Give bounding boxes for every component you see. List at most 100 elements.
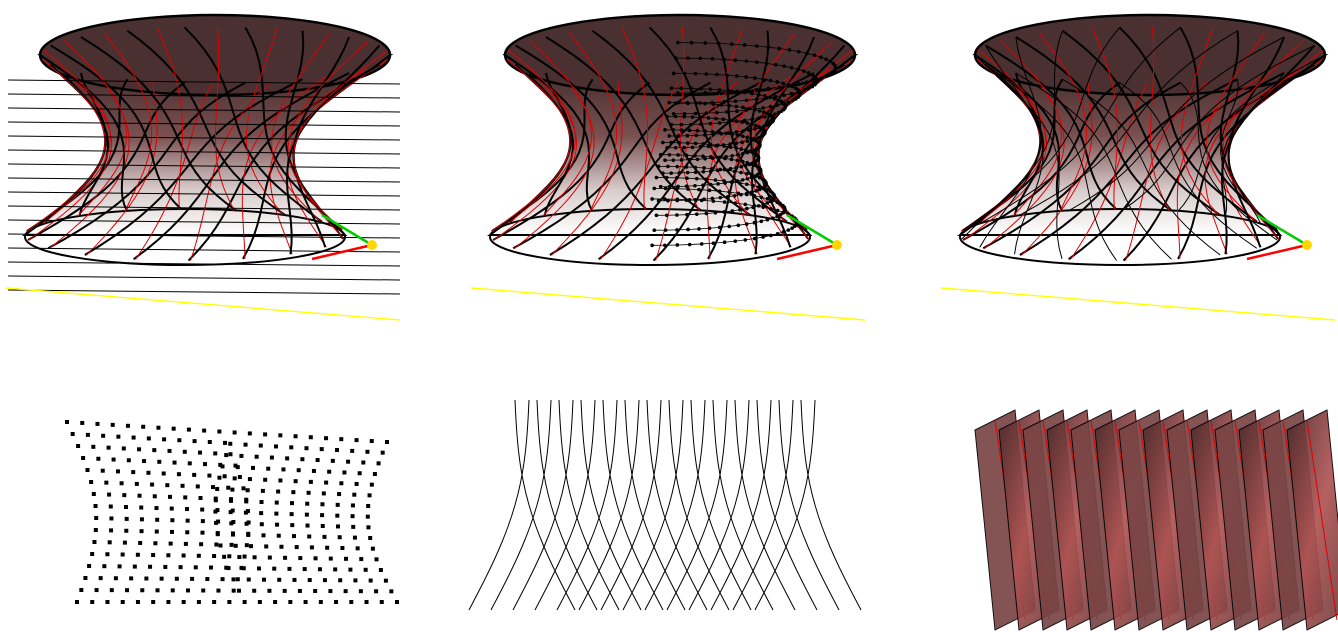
red-curve [1222,40,1304,231]
diagonal-line [1180,82,1278,241]
grid-point [701,169,706,174]
red-curve [977,49,1046,224]
cloud-point [335,502,340,507]
grid-point [786,228,791,232]
cloud-point [246,577,251,582]
grid-point [728,142,732,146]
cloud-point [353,578,358,583]
cloud-point [222,554,227,559]
grid-point [806,71,811,75]
grid-point [676,91,680,95]
cloud-point [181,553,186,558]
grid-point [665,114,669,119]
grid-point [722,179,726,183]
red-curve [1149,26,1170,211]
grid-point [802,69,806,73]
grid-point [711,102,716,106]
grid-point [743,202,748,207]
cloud-point [87,564,92,568]
cloud-point [106,445,111,450]
cloud-point [293,434,298,439]
cloud-point [340,546,345,551]
grid-point [744,59,749,63]
cloud-point [235,465,240,470]
grid-point [770,216,775,220]
red-curve [293,50,389,239]
grid-point [693,141,698,146]
panel-hyperboloid-with-point-grid [470,13,866,321]
cloud-point [302,567,307,572]
cloud-point [232,476,237,481]
cloud-point [315,458,320,463]
grid-point [768,78,773,83]
cloud-point [166,600,171,604]
grid-point [741,151,745,156]
cloud-point [224,453,229,458]
grid-point [708,155,713,159]
diagonal-line [979,36,1042,248]
grid-point [679,122,684,127]
grid-point [756,185,761,189]
cloud-point [291,490,296,495]
grid-point [794,97,798,101]
cloud-point [258,443,263,448]
cloud-point [215,486,220,491]
grid-point [775,200,779,204]
cloud-point [254,454,259,459]
cloud-point [180,483,185,488]
grid-point [717,189,722,193]
grid-point [765,111,770,116]
grid-point [717,88,722,92]
section-plane-line [7,79,401,85]
grid-point [735,89,739,94]
grid-point [765,217,770,222]
ruling-line [549,78,768,256]
grid-point [664,213,669,218]
cloud-point [237,474,242,479]
grid-point [742,90,747,95]
grid-point [752,127,757,131]
cloud-point [269,455,274,460]
cloud-point [366,504,371,508]
cloud-point [141,424,146,429]
grid-point [744,171,749,176]
wire-line [624,399,686,611]
grid-point [665,146,669,150]
grid-point [698,56,703,61]
grid-point [734,146,739,150]
grid-point [828,59,833,64]
cloud-point [229,542,234,547]
cloud-point [272,566,277,571]
cloud-point [156,425,161,430]
cloud-point [267,588,272,593]
cloud-point [157,459,162,464]
red-curve [1206,33,1265,222]
grid-point [667,184,672,189]
grid-point [761,186,766,191]
cloud-point [228,441,233,446]
grid-point [730,180,735,184]
cloud-point [85,468,90,472]
cloud-point [196,553,201,558]
cloud-point [198,496,203,500]
cloud-point [231,532,236,537]
grid-point [723,156,727,161]
grid-point [687,197,692,202]
red-curve [156,28,184,210]
grid-point [677,171,682,175]
cloud-point [233,543,238,548]
cloud-point [287,566,292,571]
cloud-point [349,600,354,604]
cloud-point [216,588,221,593]
grid-point [715,110,719,115]
grid-point [676,100,681,105]
cloud-point [243,510,248,515]
cloud-point [218,543,223,548]
cloud-point [264,544,269,549]
grid-point [684,153,689,158]
cloud-point [96,456,101,461]
cloud-point [237,555,242,560]
panel-point-cloud [65,420,399,604]
grid-point [790,98,795,103]
grid-point [663,158,667,162]
